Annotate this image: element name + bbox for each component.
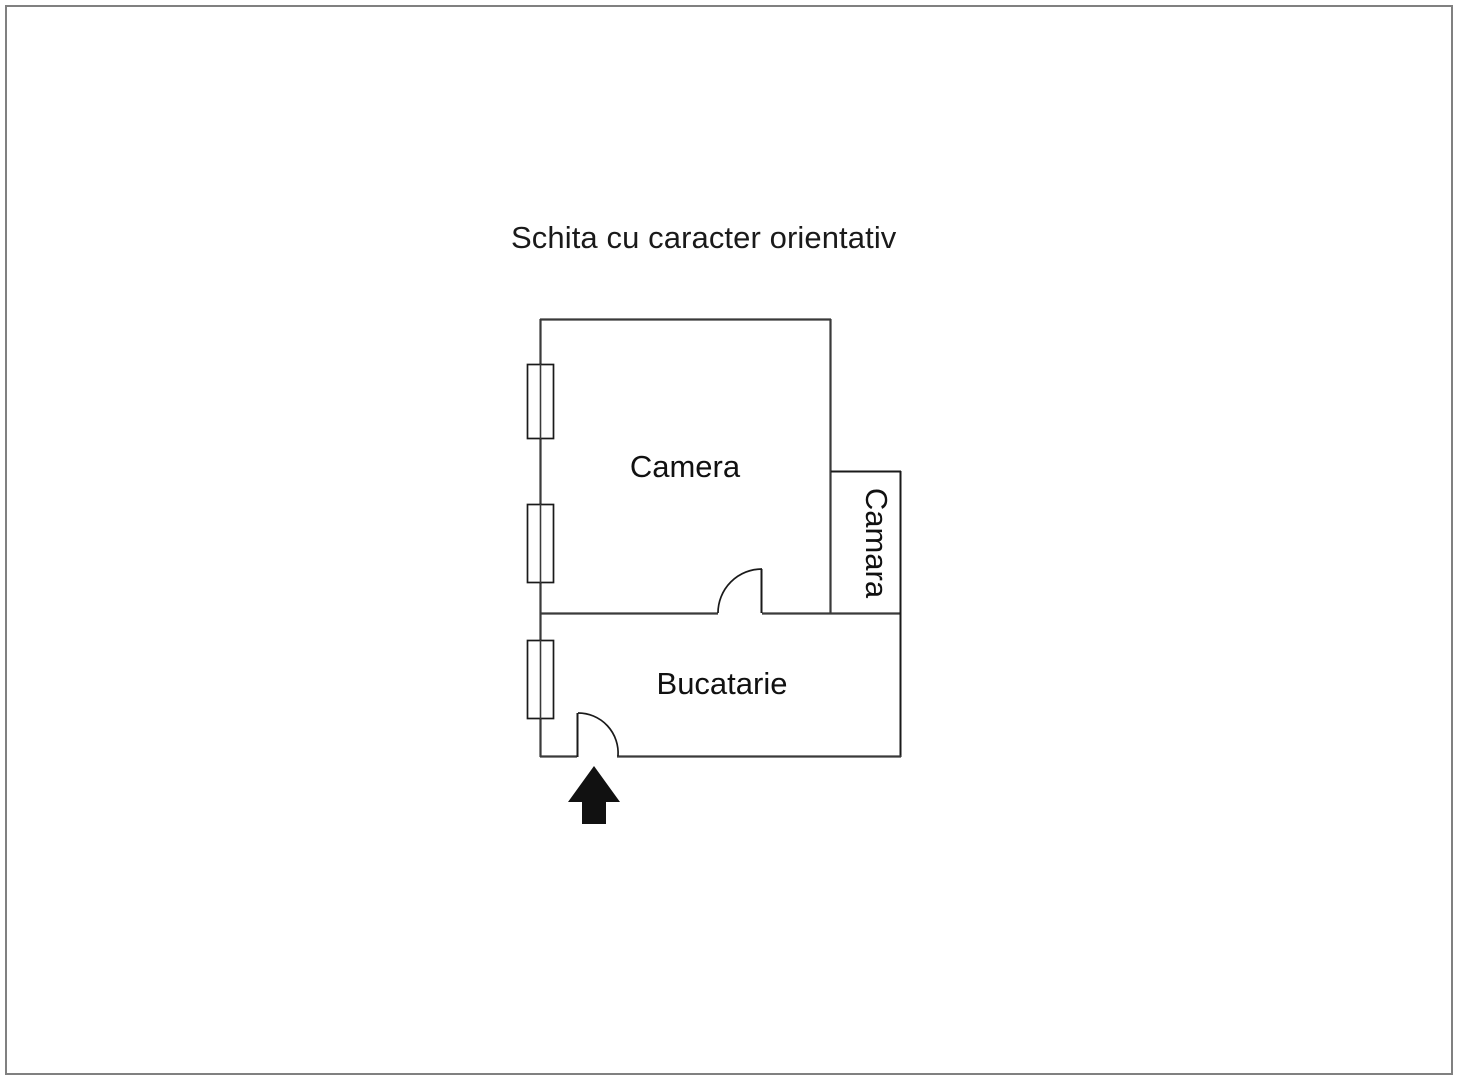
page-border: [5, 5, 1453, 1075]
room-camara-walls: [831, 470, 902, 614]
entrance-arrow-shape: [568, 766, 620, 824]
page-title: Schita cu caracter orientativ: [511, 220, 897, 255]
door-interior-camera-bucatarie: [717, 568, 763, 614]
door-entrance-bucatarie: [576, 712, 619, 757]
room-label-camara: Camara: [859, 488, 894, 599]
room-label-bucatarie: Bucatarie: [657, 666, 788, 701]
door-entrance-arc: [577, 712, 619, 757]
door-interior-arc: [717, 568, 763, 614]
room-label-camera: Camera: [630, 449, 741, 484]
entrance-arrow: [568, 766, 620, 824]
